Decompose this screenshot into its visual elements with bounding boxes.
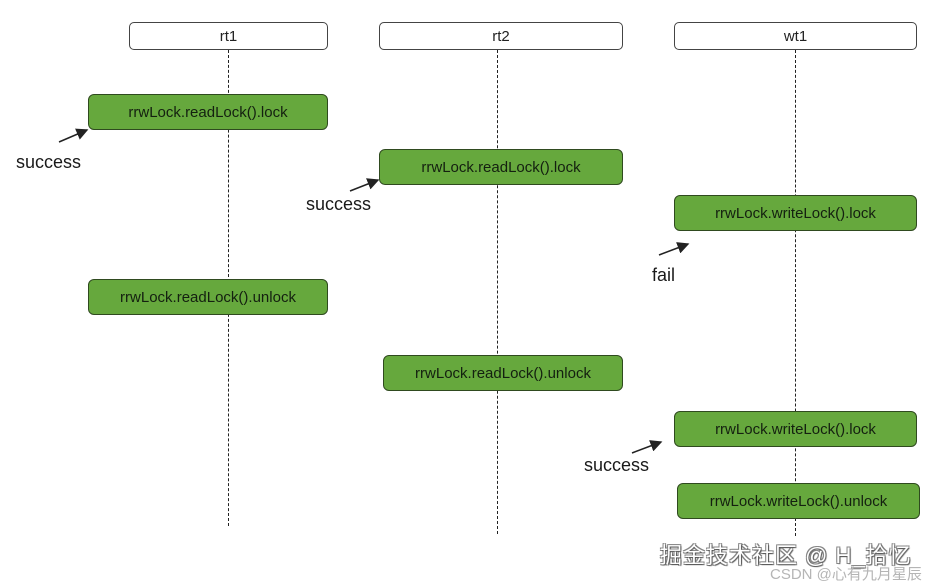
lifeline-rt2 [497, 50, 498, 534]
arrow-rt2-lock [349, 178, 380, 192]
result-label-wt1-lock-success: success [584, 455, 650, 475]
action-rt2-readlock-lock: rrwLock.readLock().lock [379, 149, 623, 185]
lifeline-wt1 [795, 50, 796, 536]
action-wt1-writelock-lock-fail: rrwLock.writeLock().lock [674, 195, 917, 231]
action-rt1-readlock-lock: rrwLock.readLock().lock [88, 94, 328, 130]
action-wt1-writelock-unlock: rrwLock.writeLock().unlock [677, 483, 920, 519]
lifeline-head-wt1: wt1 [674, 22, 917, 50]
result-label-wt1-lock-fail: fail [652, 265, 676, 285]
lifeline-head-rt2: rt2 [379, 22, 623, 50]
action-wt1-writelock-lock-success: rrwLock.writeLock().lock [674, 411, 917, 447]
action-rt2-readlock-unlock: rrwLock.readLock().unlock [383, 355, 623, 391]
lifeline-head-rt1: rt1 [129, 22, 328, 50]
action-rt1-readlock-unlock: rrwLock.readLock().unlock [88, 279, 328, 315]
result-label-rt2-lock: success [306, 194, 372, 214]
arrow-rt1-lock [58, 128, 89, 143]
arrow-wt1-fail [658, 242, 690, 256]
watermark-csdn: CSDN @心有九月星辰 [770, 566, 922, 583]
arrow-wt1-success [631, 440, 663, 454]
watermark-juejin: 掘金技术社区 @ H_拾忆 [660, 543, 912, 568]
result-label-rt1-lock: success [16, 152, 82, 172]
